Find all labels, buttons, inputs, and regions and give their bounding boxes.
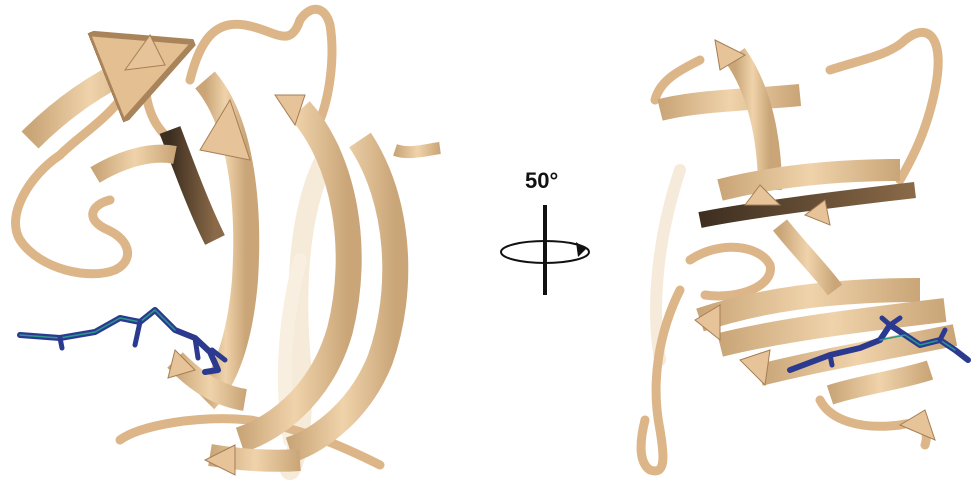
protein-structure-rotated-view (641, 32, 968, 471)
rotation-indicator (501, 205, 589, 295)
protein-structure-front-view (16, 9, 440, 475)
rotation-angle-label: 50° (525, 168, 558, 194)
ligand-front-view (20, 310, 225, 372)
